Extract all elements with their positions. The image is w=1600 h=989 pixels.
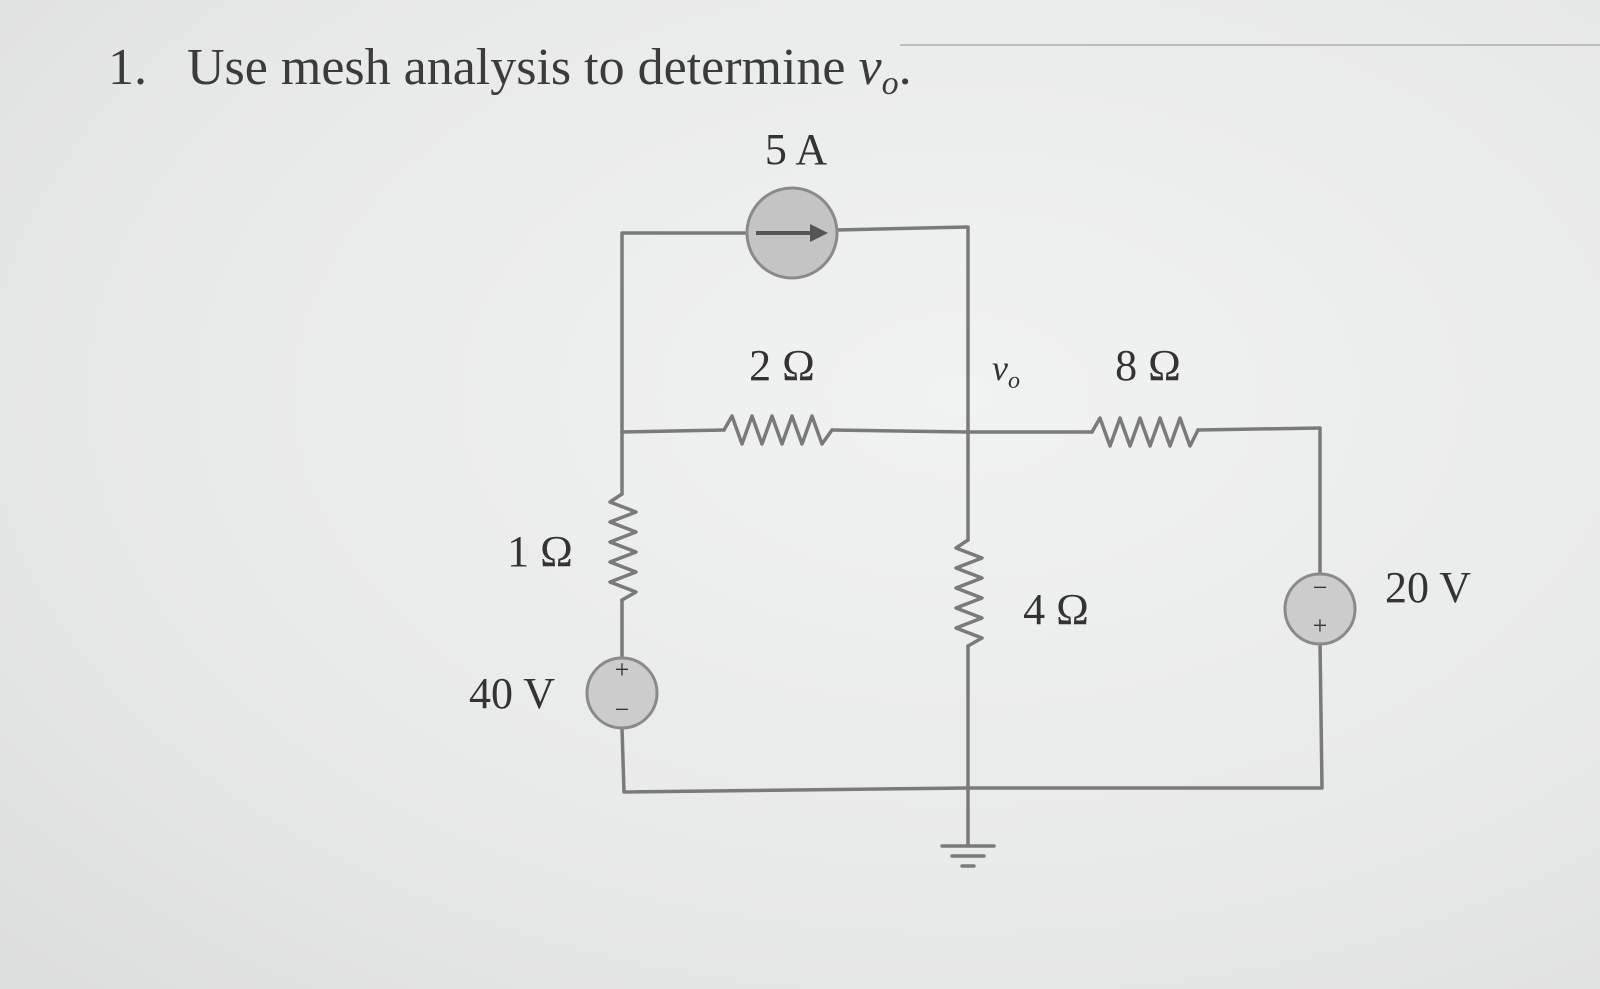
problem-statement: 1. Use mesh analysis to determine vo. (108, 38, 912, 114)
plus-sign-20v: + (1313, 611, 1328, 640)
ground-symbol (940, 844, 996, 868)
label-40v: 40 V (469, 669, 555, 718)
resistor-8-ohm (1090, 416, 1200, 448)
wire-right-bottom (966, 640, 1324, 790)
label-8-ohm: 8 Ω (1115, 341, 1181, 390)
current-source-5a (745, 186, 839, 280)
problem-end: . (898, 39, 912, 96)
wire-right-top (1196, 426, 1322, 578)
resistor-4-ohm (954, 538, 984, 648)
label-1-ohm: 1 Ω (507, 527, 573, 576)
wire-mid-center (830, 428, 970, 434)
wire-mid-left (620, 428, 726, 434)
header-rule (900, 44, 1600, 46)
minus-sign-40v: − (615, 695, 630, 724)
problem-number: 1. (108, 39, 147, 96)
resistor-1-ohm (608, 492, 638, 602)
problem-variable-sub: o (881, 65, 899, 102)
label-5a: 5 A (765, 125, 828, 174)
voltage-source-40v: + − (585, 655, 659, 730)
resistor-2-ohm (722, 414, 834, 446)
label-2-ohm: 2 Ω (749, 341, 815, 390)
voltage-source-20v: − + (1283, 572, 1357, 646)
problem-text: Use mesh analysis to determine (187, 39, 859, 96)
wire-left-bottom (620, 726, 970, 794)
label-20v: 20 V (1385, 563, 1471, 612)
label-4-ohm: 4 Ω (1023, 585, 1089, 634)
wire-top-left (620, 231, 749, 434)
plus-sign-40v: + (615, 655, 630, 684)
arrow-head-icon (810, 224, 828, 242)
wire-top-right (835, 225, 970, 434)
problem-variable: v (858, 39, 882, 96)
minus-sign-20v: − (1313, 573, 1328, 602)
node-label-vo: vo (992, 348, 1020, 394)
